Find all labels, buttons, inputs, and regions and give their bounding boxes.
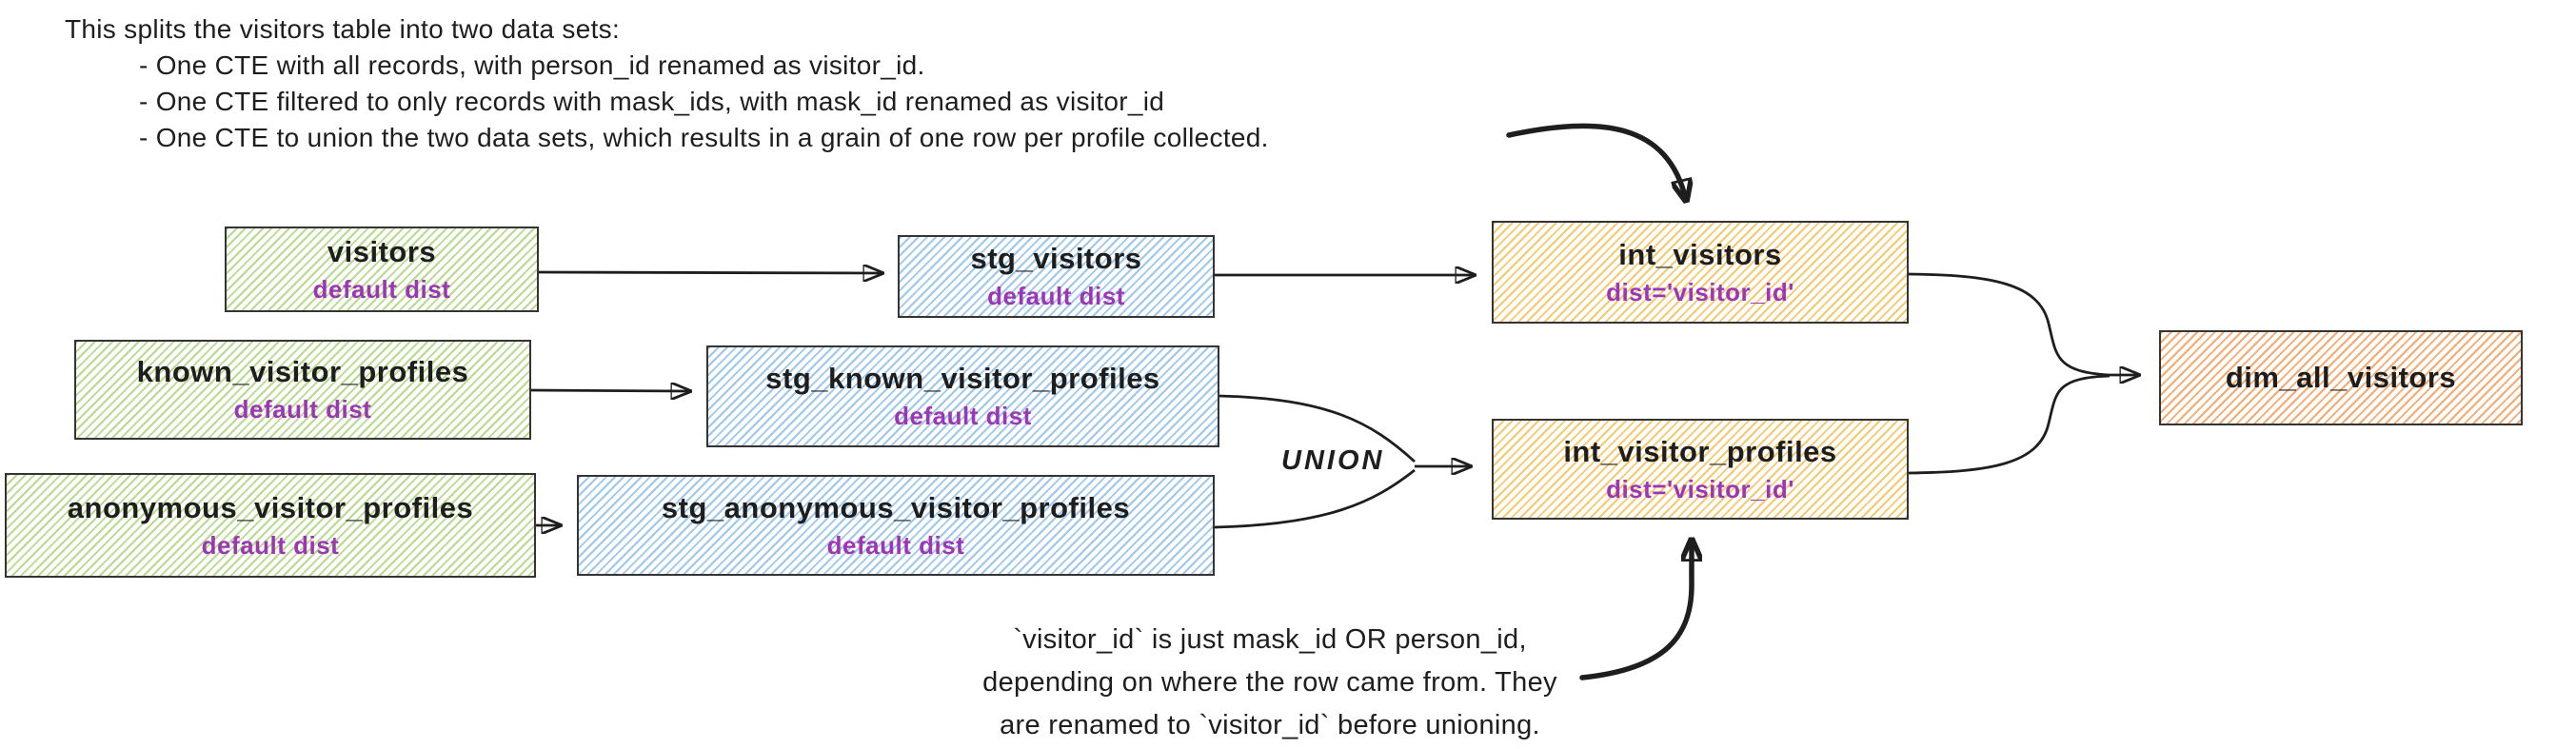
node-anonymous-visitor-profiles[interactable]: anonymous_visitor_profiles default dist: [5, 473, 536, 578]
edge-int-visitors-to-merge: [1908, 272, 2110, 377]
edge-stg-known-to-union: [1219, 394, 1416, 463]
bottom-note-line: `visitor_id` is just mask_id OR person_i…: [1013, 624, 1527, 655]
node-title: anonymous_visitor_profiles: [67, 490, 474, 524]
bottom-note: `visitor_id` is just mask_id OR person_i…: [941, 619, 1599, 747]
node-title: stg_visitors: [970, 242, 1142, 275]
node-subtitle: default dist: [894, 402, 1032, 430]
node-title: visitors: [327, 234, 437, 268]
node-visitors[interactable]: visitors default dist: [225, 227, 539, 312]
edge-visitors-to-stg-visitors: [538, 272, 882, 273]
node-title: int_visitor_profiles: [1563, 434, 1837, 468]
callout-arrow-bottom-note-to-int-profiles: [1579, 541, 1692, 680]
edge-stg-anon-to-union: [1214, 468, 1416, 529]
node-title: known_visitor_profiles: [136, 355, 469, 388]
union-label: UNION: [1281, 445, 1385, 476]
node-subtitle: default dist: [201, 530, 340, 560]
top-note: This splits the visitors table into two …: [65, 11, 1269, 156]
node-known-visitor-profiles[interactable]: known_visitor_profiles default dist: [74, 340, 531, 440]
node-dim-all-visitors[interactable]: dim_all_visitors: [2159, 330, 2523, 425]
node-subtitle: dist='visitor_id': [1606, 474, 1794, 503]
node-stg-visitors[interactable]: stg_visitors default dist: [898, 235, 1215, 318]
edge-known-to-stg-known: [530, 390, 689, 391]
node-subtitle: default dist: [312, 274, 451, 304]
node-int-visitor-profiles[interactable]: int_visitor_profiles dist='visitor_id': [1492, 419, 1909, 520]
node-stg-anonymous-visitor-profiles[interactable]: stg_anonymous_visitor_profiles default d…: [577, 475, 1215, 576]
top-note-line: - One CTE with all records, with person_…: [139, 50, 925, 80]
top-note-line: - One CTE to union the two data sets, wh…: [139, 123, 1269, 152]
node-title: stg_anonymous_visitor_profiles: [661, 490, 1131, 524]
node-title: stg_known_visitor_profiles: [765, 362, 1160, 395]
top-note-line: - One CTE filtered to only records with …: [139, 87, 1165, 116]
node-subtitle: dist='visitor_id': [1606, 277, 1794, 306]
node-subtitle: default dist: [987, 282, 1125, 310]
node-subtitle: default dist: [233, 395, 372, 424]
top-note-line: This splits the visitors table into two …: [65, 14, 621, 44]
edge-int-profiles-to-merge: [1908, 374, 2110, 475]
bottom-note-line: depending on where the row came from. Th…: [982, 667, 1557, 698]
bottom-note-line: are renamed to `visitor_id` before union…: [1000, 710, 1540, 740]
callout-arrow-top-note-to-int-visitors: [1506, 123, 1686, 200]
node-subtitle: default dist: [826, 530, 965, 560]
node-stg-known-visitor-profiles[interactable]: stg_known_visitor_profiles default dist: [706, 345, 1219, 447]
node-int-visitors[interactable]: int_visitors dist='visitor_id': [1492, 221, 1909, 324]
node-title: dim_all_visitors: [2225, 361, 2457, 394]
node-title: int_visitors: [1618, 237, 1782, 271]
